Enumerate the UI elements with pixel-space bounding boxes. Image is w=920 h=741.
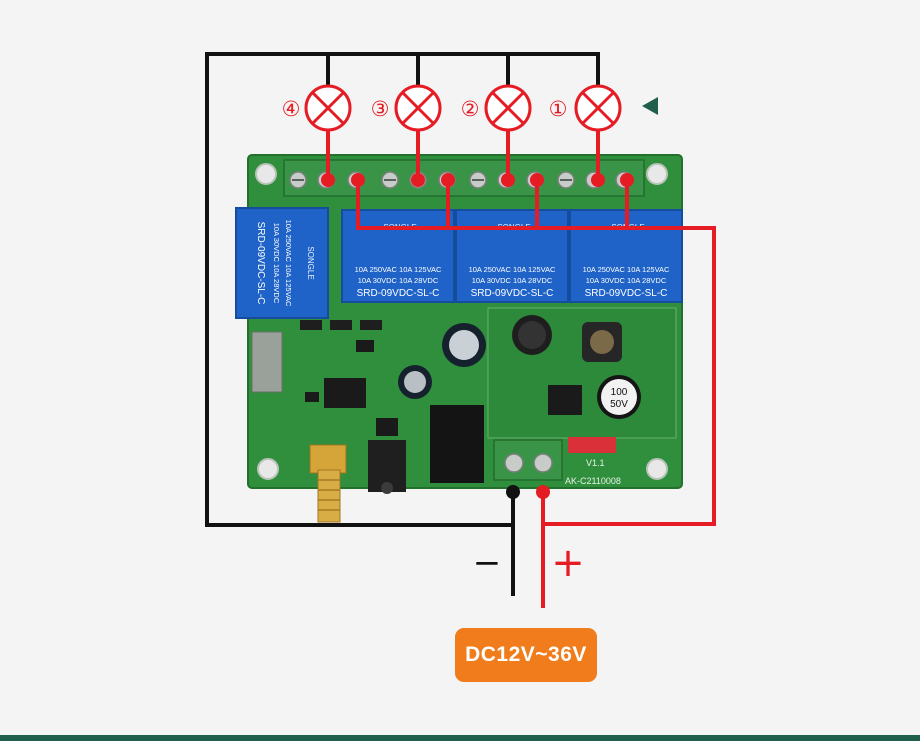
relay-board: 100 50V V1.1 — [235, 154, 683, 523]
lamp-1: ① — [549, 84, 622, 132]
lamp-4: ④ — [282, 84, 352, 132]
relay-4-rating-line2: 10A 30VDC 10A 28VDC — [586, 276, 667, 285]
relay-2-model: SRD-09VDC-SL-C — [357, 288, 440, 299]
antenna-connector — [309, 444, 347, 523]
relay-4-model: SRD-09VDC-SL-C — [585, 288, 668, 299]
lamp-terminal-wires — [326, 130, 600, 180]
board-components: 100 50V V1.1 — [251, 307, 677, 523]
relay-1-rating-line1: 10A 250VAC 10A 125VAC — [284, 220, 293, 307]
lamp-2: ② — [461, 84, 532, 132]
lamp-3: ③ — [371, 84, 442, 132]
positive-label: + — [551, 540, 585, 586]
capacitor-label: 100 — [611, 387, 628, 398]
relay-1-model: SRD-09VDC-SL-C — [255, 222, 266, 305]
bottom-accent-bar — [0, 735, 920, 741]
lamp-1-label: ① — [549, 97, 568, 121]
terminal-dots — [321, 173, 634, 499]
lamp-2-label: ② — [461, 97, 480, 121]
mounting-holes — [255, 163, 668, 480]
negative-label: − — [473, 543, 502, 583]
positive-wire — [356, 180, 716, 608]
lamp-3-label: ③ — [371, 97, 390, 121]
negative-wire — [205, 52, 600, 596]
voltage-label: DC12V~36V — [465, 643, 587, 666]
dc-jack — [430, 405, 484, 483]
relay-3-rating-line1: 10A 250VAC 10A 125VAC — [469, 265, 556, 274]
voltage-badge: DC12V~36V — [455, 628, 597, 682]
capacitor-voltage-label: 50V — [610, 399, 628, 410]
play-marker-icon — [642, 97, 658, 115]
relay-1-rating-line2: 10A 30VDC 10A 28VDC — [272, 223, 281, 304]
relay-2-rating-line1: 10A 250VAC 10A 125VAC — [355, 265, 442, 274]
relay-1-brand: SONGLE — [306, 246, 315, 279]
board-version: V1.1 — [586, 458, 605, 468]
relay-2-rating-line2: 10A 30VDC 10A 28VDC — [358, 276, 439, 285]
relay-3: SONGLE 10A 250VAC 10A 125VAC 10A 30VDC 1… — [455, 209, 569, 303]
power-input-terminal — [493, 439, 563, 481]
relay-4-rating-line1: 10A 250VAC 10A 125VAC — [583, 265, 670, 274]
relay-3-model: SRD-09VDC-SL-C — [471, 288, 554, 299]
relay-3-rating-line2: 10A 30VDC 10A 28VDC — [472, 276, 553, 285]
lamp-4-label: ④ — [282, 97, 301, 121]
board-code: AK-C2110008 — [565, 476, 621, 486]
relay-1: SONGLE 10A 250VAC 10A 125VAC 10A 30VDC 1… — [235, 207, 329, 319]
output-terminal-strip — [283, 159, 645, 197]
